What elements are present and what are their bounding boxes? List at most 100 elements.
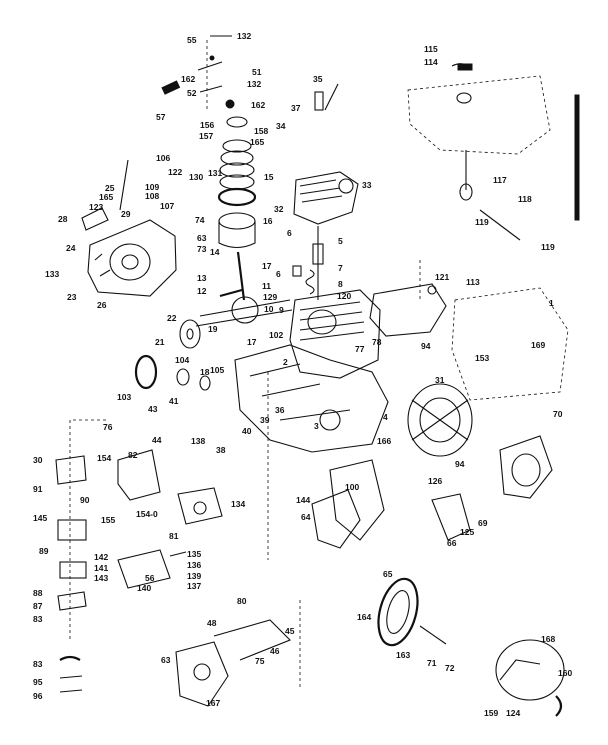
part-callout: 164 [357, 612, 372, 622]
part-callout: 71 [427, 658, 437, 668]
part-callout: 31 [435, 375, 445, 385]
part-callout: 154 [97, 453, 112, 463]
part-callout: 9 [279, 305, 284, 315]
part-callout: 25 [105, 183, 115, 193]
part-callout: 94 [455, 459, 465, 469]
part-callout: 21 [155, 337, 165, 347]
part-callout: 125 [460, 527, 475, 537]
wheel-tire [377, 577, 447, 647]
part-callout: 134 [231, 499, 246, 509]
leader-lines [72, 260, 421, 690]
part-callout: 137 [187, 581, 202, 591]
part-callout: 2 [283, 357, 288, 367]
part-callout: 28 [58, 214, 68, 224]
part-callout: 15 [264, 172, 274, 182]
part-callout: 45 [285, 626, 295, 636]
part-callout: 5 [338, 236, 343, 246]
blower-housing [451, 287, 569, 401]
part-callout: 168 [541, 634, 556, 644]
part-callout: 169 [531, 340, 546, 350]
part-callout: 163 [396, 650, 411, 660]
part-callout: 29 [121, 209, 131, 219]
valve-spring-stack [161, 35, 248, 128]
drive-pulley [179, 319, 201, 349]
part-callout: 129 [263, 292, 278, 302]
part-callout: 135 [187, 549, 202, 559]
part-callout: 82 [128, 450, 138, 460]
part-callout: 70 [553, 409, 563, 419]
starter-cup [499, 435, 553, 499]
rewind-starter [495, 639, 565, 717]
part-callout: 34 [276, 121, 286, 131]
part-callout: 162 [181, 74, 196, 84]
part-callout: 40 [242, 426, 252, 436]
part-callout: 63 [161, 655, 171, 665]
part-callout: 13 [197, 273, 207, 283]
muffler-shield [311, 459, 471, 549]
part-callout: 64 [301, 512, 311, 522]
part-callout: 100 [345, 482, 360, 492]
flywheel [407, 383, 473, 457]
part-callout: 1 [549, 298, 554, 308]
part-callout: 120 [337, 291, 352, 301]
part-callout: 154-0 [136, 509, 158, 519]
cylinder-head [293, 171, 359, 225]
part-callout: 33 [362, 180, 372, 190]
part-callout: 165 [99, 192, 114, 202]
part-callout: 16 [263, 216, 273, 226]
part-callout: 87 [33, 601, 43, 611]
part-callout: 108 [145, 191, 160, 201]
part-callout: 83 [33, 614, 43, 624]
part-callout: 94 [421, 341, 431, 351]
part-callout: 133 [45, 269, 60, 279]
shaft-collar [134, 354, 211, 391]
part-callout: 136 [187, 560, 202, 570]
part-callout: 77 [355, 344, 365, 354]
part-callout: 36 [275, 405, 285, 415]
part-callout: 88 [33, 588, 43, 598]
part-callout: 66 [447, 538, 457, 548]
side-cover [87, 219, 177, 297]
part-callout: 141 [94, 563, 109, 573]
part-callout: 52 [187, 88, 197, 98]
carburetor [117, 449, 223, 525]
part-callout: 132 [237, 31, 252, 41]
part-callout: 114 [424, 57, 438, 67]
part-callout: 104 [175, 355, 190, 365]
part-callout: 6 [287, 228, 292, 238]
part-callout: 17 [247, 337, 257, 347]
part-callout: 107 [160, 201, 175, 211]
part-callout: 160 [558, 668, 573, 678]
part-callout: 139 [187, 571, 202, 581]
part-callout: 69 [478, 518, 488, 528]
part-callout: 118 [518, 194, 532, 204]
part-callout: 81 [169, 531, 179, 541]
crankcase [234, 344, 389, 453]
part-callout: 91 [33, 484, 43, 494]
part-callout: 109 [145, 182, 160, 192]
part-callout: 157 [199, 131, 214, 141]
choke-linkage [117, 549, 187, 589]
part-callout: 73 [197, 244, 207, 254]
part-callout: 83 [33, 659, 43, 669]
part-callout: 106 [156, 153, 171, 163]
part-callout: 18 [200, 367, 210, 377]
fuel-tank [369, 283, 447, 337]
part-callout: 57 [156, 112, 166, 122]
part-callout: 131 [208, 168, 223, 178]
part-callout: 132 [247, 79, 262, 89]
part-callout: 6 [276, 269, 281, 279]
part-callout: 22 [167, 313, 177, 323]
part-callout: 8 [338, 279, 343, 289]
part-callout: 10 [264, 304, 274, 314]
part-callout: 119 [541, 242, 555, 252]
part-callout: 46 [270, 646, 280, 656]
part-callout: 155 [101, 515, 116, 525]
part-callout: 78 [372, 337, 382, 347]
part-callout: 72 [445, 663, 455, 673]
part-callout: 56 [145, 573, 155, 583]
bottom-carburetor [175, 619, 291, 707]
part-callout: 153 [475, 353, 490, 363]
